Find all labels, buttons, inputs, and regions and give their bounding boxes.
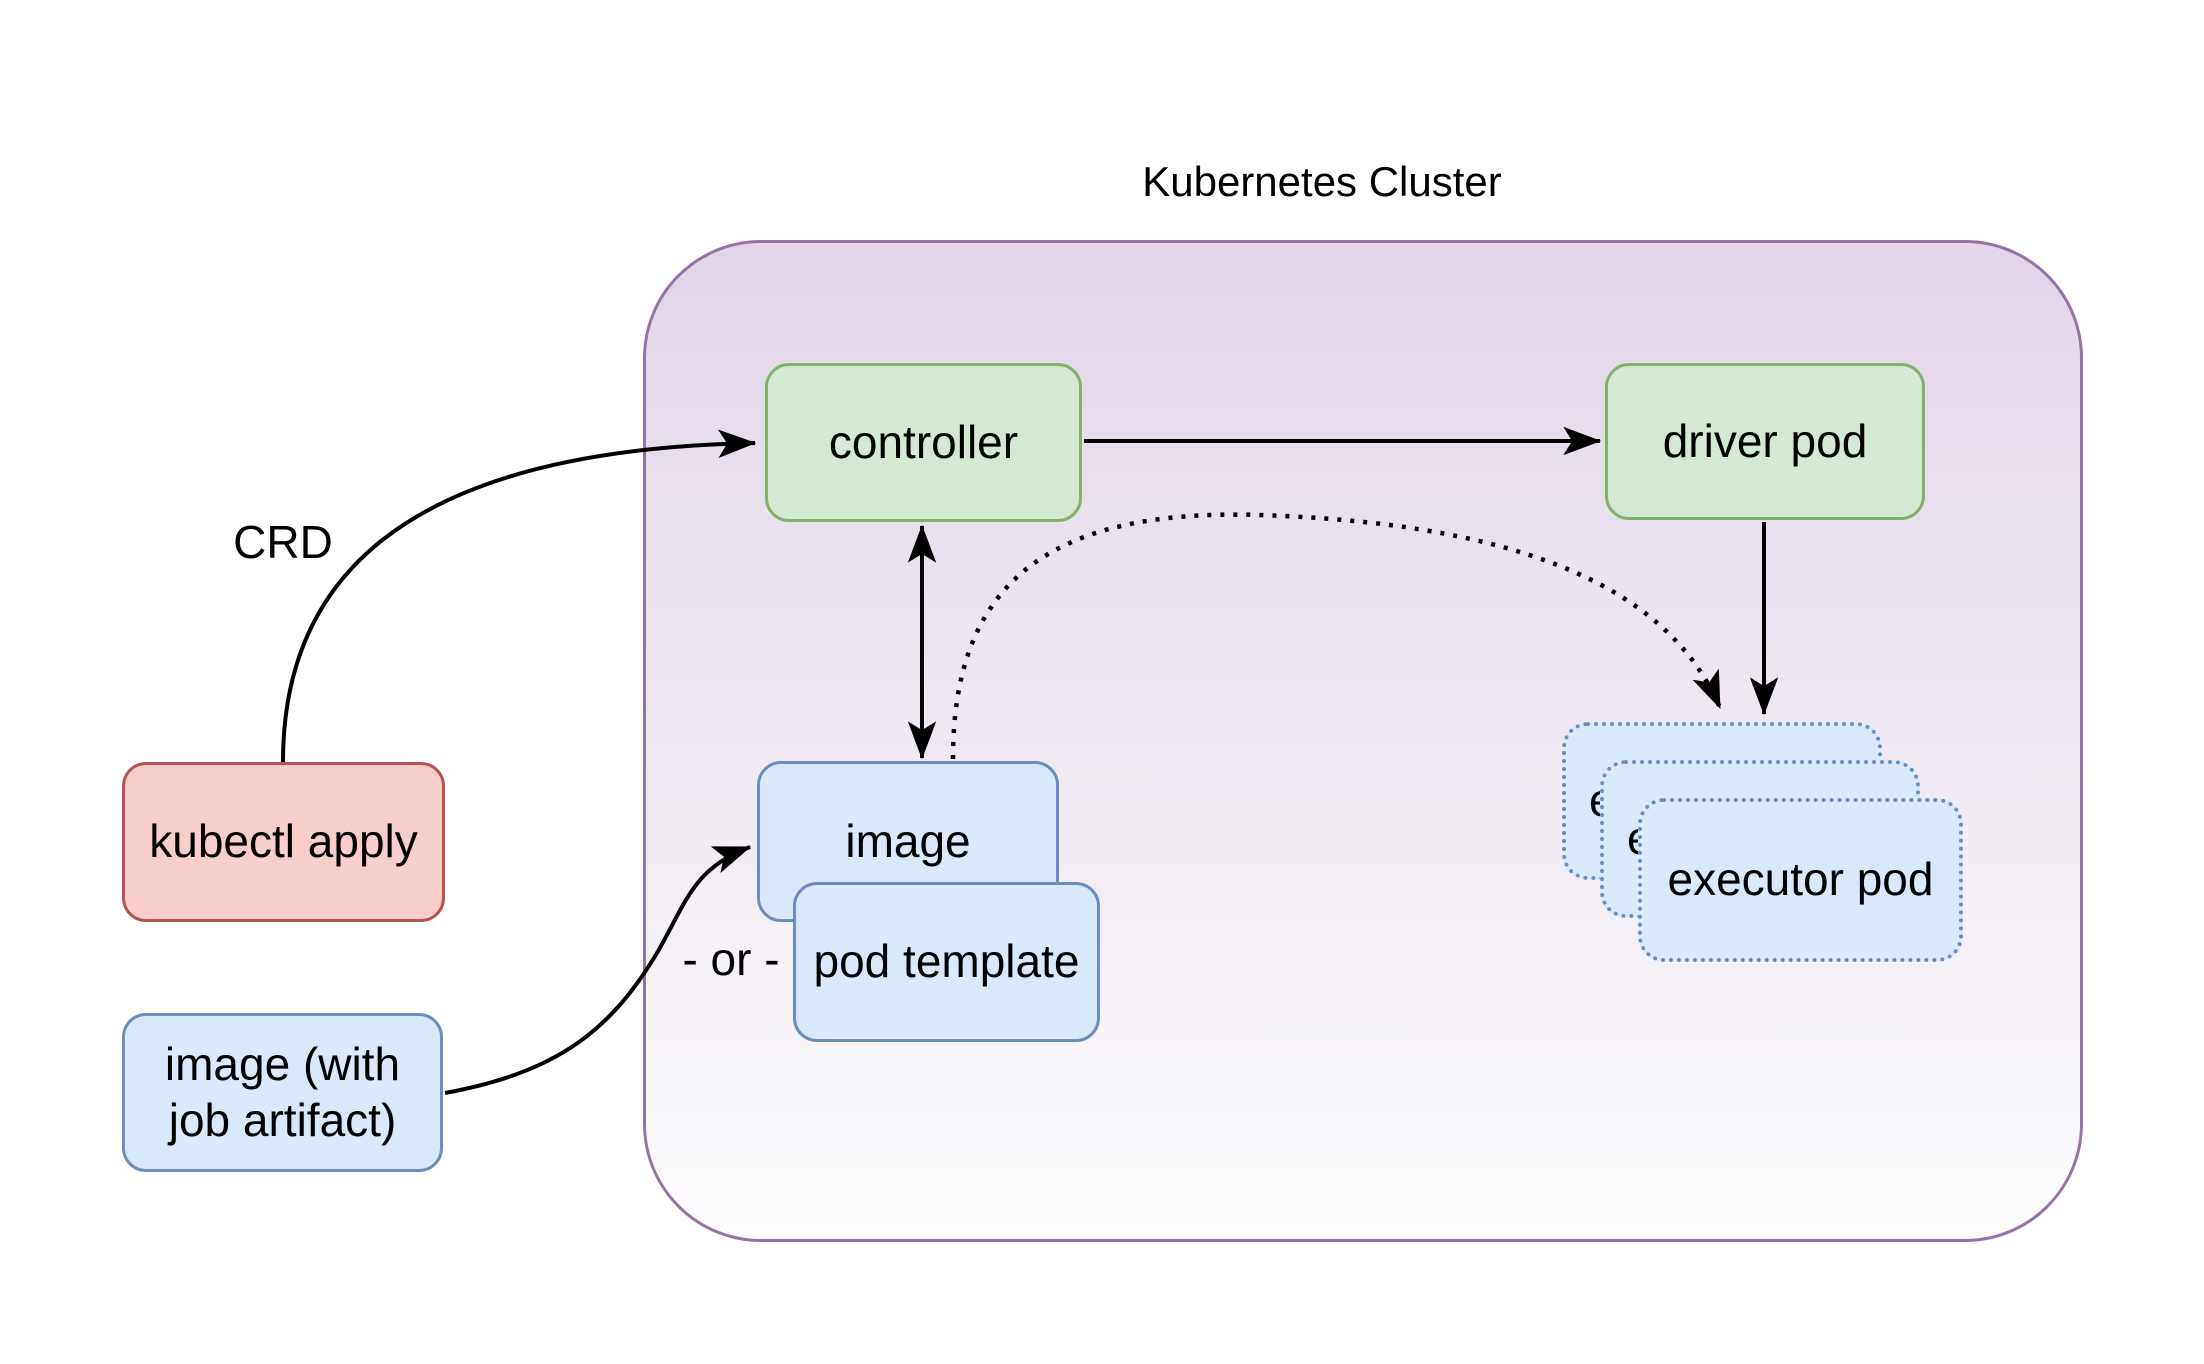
node-driver-pod-label: driver pod — [1662, 414, 1868, 467]
edge-label-crd: CRD — [233, 516, 333, 568]
node-executor-pod-front: executor pod — [1638, 798, 1963, 962]
node-controller-label: controller — [828, 415, 1019, 468]
node-executor-pod-front-label: executor pod — [1667, 853, 1934, 906]
node-pod-template: pod template — [793, 882, 1100, 1042]
cluster-title: Kubernetes Cluster — [1142, 158, 1502, 205]
node-kubectl-apply: kubectl apply — [122, 762, 445, 922]
node-controller: controller — [765, 363, 1082, 522]
node-image-with-job-artifact: image (with job artifact) — [122, 1013, 443, 1172]
node-kubectl-apply-label: kubectl apply — [149, 815, 418, 868]
node-image-label: image — [845, 814, 971, 867]
edge-label-or: - or - — [682, 933, 780, 985]
node-image-with-job-artifact-label: image (with job artifact) — [164, 1038, 401, 1146]
node-pod-template-label: pod template — [813, 935, 1080, 988]
node-driver-pod: driver pod — [1605, 363, 1925, 520]
